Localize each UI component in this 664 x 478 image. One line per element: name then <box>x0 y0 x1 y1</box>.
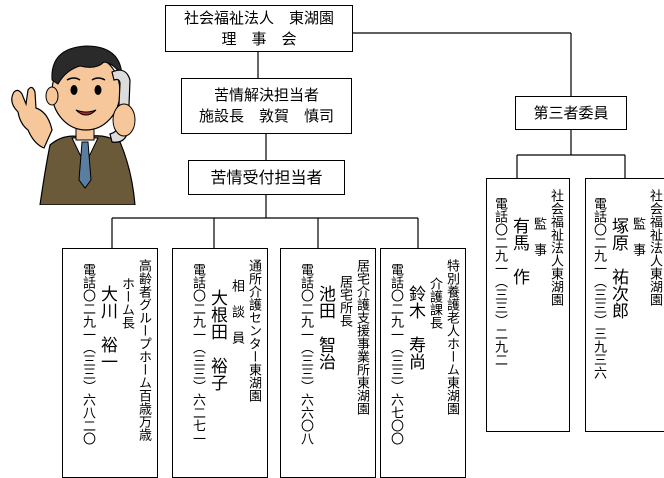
facility-org: 高齢者グループホーム百歳万歳 <box>136 259 151 441</box>
facility-title: 居宅所長 <box>337 275 352 327</box>
board-title: 理 事 会 <box>221 29 297 48</box>
committee-box: 第三者委員 <box>515 96 627 130</box>
facility-contact-name: 鈴木 寿尚 <box>405 285 425 370</box>
facility-card: 居宅介護支援事業所東湖園 居宅所長 池田 智治 電話〇二九一（三三）六六〇八 <box>280 248 376 478</box>
facility-org: 通所介護センター東湖園 <box>246 259 261 402</box>
board-org: 社会福祉法人 東湖園 <box>183 8 334 27</box>
facility-org: 居宅介護支援事業所東湖園 <box>354 259 369 415</box>
receiver-label: 苦情受付担当者 <box>210 168 323 187</box>
facility-title: ホーム長 <box>119 277 134 329</box>
committee-label: 第三者委員 <box>533 103 609 122</box>
facility-contact-name: 大根田 裕子 <box>207 289 227 391</box>
operator-illustration <box>0 20 170 209</box>
committee-member-card: 社会福祉法人東湖園 監 事 塚原 祐次郎 電話〇二九一（三三）三九三六 <box>585 178 664 432</box>
resolver-role: 苦情解決担当者 <box>213 86 319 104</box>
resolver-box: 苦情解決担当者 施設長 敦賀 慎司 <box>181 78 352 134</box>
facility-org: 特別養護老人ホーム東湖園 <box>444 259 459 415</box>
member-phone: 電話〇二九一（三三）二九二 <box>492 197 507 366</box>
facility-phone: 電話〇二九一（三三）六七〇〇 <box>388 263 403 445</box>
facility-phone: 電話〇二九一（三三）六二七一 <box>190 263 205 445</box>
facility-card: 高齢者グループホーム百歳万歳 ホーム長 大川 裕一 電話〇二九一（三三）六八二〇 <box>62 248 158 478</box>
member-name: 有馬 作 <box>509 217 529 285</box>
member-org: 社会福祉法人東湖園 <box>647 189 662 306</box>
committee-member-card: 社会福祉法人東湖園 監 事 有馬 作 電話〇二九一（三三）二九二 <box>486 178 570 432</box>
facility-contact-name: 大川 裕一 <box>97 285 117 370</box>
receiver-box: 苦情受付担当者 <box>188 160 345 195</box>
facility-title: 相 談 員 <box>229 279 244 344</box>
facility-phone: 電話〇二九一（三三）六六〇八 <box>298 263 313 445</box>
phone-operator-icon <box>11 45 136 206</box>
member-org: 社会福祉法人東湖園 <box>548 189 563 306</box>
facility-title: 介護課長 <box>427 277 442 329</box>
member-name: 塚原 祐次郎 <box>608 217 628 319</box>
member-phone: 電話〇二九一（三三）三九三六 <box>591 197 606 379</box>
facility-card: 特別養護老人ホーム東湖園 介護課長 鈴木 寿尚 電話〇二九一（三三）六七〇〇 <box>380 248 466 478</box>
member-title: 監 事 <box>531 217 546 256</box>
board-box: 社会福祉法人 東湖園 理 事 会 <box>165 5 353 52</box>
resolver-person: 施設長 敦賀 慎司 <box>198 107 334 125</box>
member-title: 監 事 <box>630 217 645 256</box>
facility-phone: 電話〇二九一（三三）六八二〇 <box>80 263 95 445</box>
facility-contact-name: 池田 智治 <box>315 285 335 370</box>
facility-card: 通所介護センター東湖園 相 談 員 大根田 裕子 電話〇二九一（三三）六二七一 <box>172 248 268 478</box>
